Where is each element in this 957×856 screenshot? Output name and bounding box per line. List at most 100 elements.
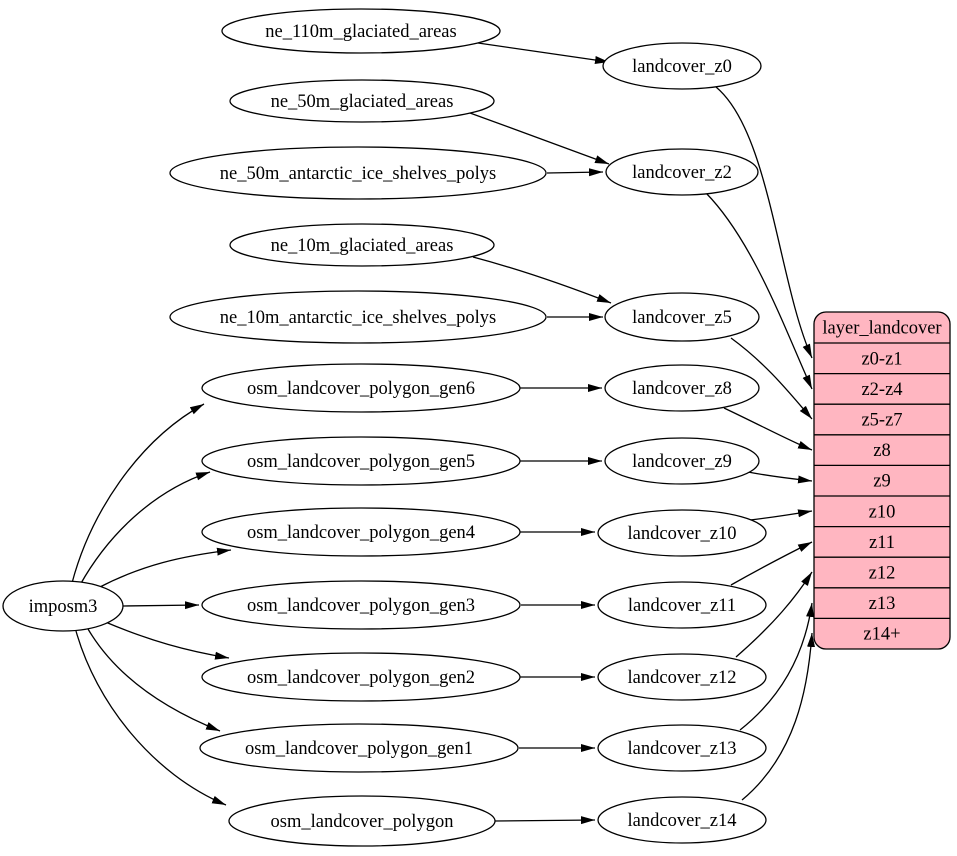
- node-ellipse-ne_50m_antarctic_ice_shelves_polys: [169, 146, 547, 200]
- node-osm_landcover_polygon: osm_landcover_polygon: [228, 795, 496, 847]
- edge-landcover_z8-to-row-z8: [723, 407, 813, 451]
- node-ellipse-osm_landcover_polygon_gen5: [201, 436, 521, 486]
- table-row-z14+: z14+: [863, 625, 900, 645]
- edge-landcover_z5-to-row-z5-z7: [730, 337, 813, 420]
- node-ellipse-osm_landcover_polygon_gen1: [199, 723, 519, 773]
- table-row-z10: z10: [869, 502, 896, 522]
- node-landcover_z2: landcover_z2: [605, 148, 759, 196]
- edge-ne_10m_glaciated_areas-to-landcover_z5: [472, 256, 612, 304]
- edge-landcover_z10-to-row-z10: [749, 509, 813, 521]
- node-label-osm_landcover_polygon_gen6: osm_landcover_polygon_gen6: [247, 379, 475, 399]
- table-row-z12: z12: [869, 564, 896, 584]
- table-layer-landcover: layer_landcover z0-z1 z2-z4 z5-z7 z8 z9 z10 z11…: [813, 311, 951, 650]
- node-ellipse-osm_landcover_polygon: [228, 795, 496, 847]
- node-label-osm_landcover_polygon_gen4: osm_landcover_polygon_gen4: [247, 523, 475, 543]
- node-label-landcover_z5: landcover_z5: [632, 308, 732, 328]
- node-ellipse-osm_landcover_polygon_gen3: [201, 580, 521, 630]
- node-osm_landcover_polygon_gen3: osm_landcover_polygon_gen3: [201, 580, 521, 630]
- node-ellipse-osm_landcover_polygon_gen2: [201, 652, 521, 702]
- node-label-ne_10m_glaciated_areas: ne_10m_glaciated_areas: [271, 236, 454, 256]
- node-ellipse-imposm3: [2, 580, 124, 632]
- node-label-osm_landcover_polygon_gen5: osm_landcover_polygon_gen5: [247, 452, 475, 472]
- node-label-ne_10m_antarctic_ice_shelves_polys: ne_10m_antarctic_ice_shelves_polys: [220, 308, 496, 328]
- table-row-z8: z8: [873, 441, 890, 461]
- edge-imposm3-to-osm_landcover_polygon_gen1: [87, 628, 221, 732]
- node-landcover_z12: landcover_z12: [597, 653, 767, 701]
- node-ne_50m_glaciated_areas: ne_50m_glaciated_areas: [229, 79, 495, 123]
- node-ellipse-landcover_z2: [605, 148, 759, 196]
- table-row-z9: z9: [873, 472, 890, 492]
- edge-landcover_z9-to-row-z9: [747, 471, 813, 484]
- node-imposm3: imposm3: [2, 580, 124, 632]
- node-label-landcover_z2: landcover_z2: [632, 163, 732, 183]
- node-ellipse-landcover_z8: [604, 364, 760, 412]
- node-ellipse-landcover_z11: [597, 581, 767, 629]
- node-osm_landcover_polygon_gen4: osm_landcover_polygon_gen4: [201, 507, 521, 557]
- edge-ne_50m_glaciated_areas-to-landcover_z2: [469, 112, 610, 165]
- node-landcover_z5: landcover_z5: [604, 292, 760, 342]
- node-landcover_z10: landcover_z10: [597, 509, 767, 557]
- node-label-landcover_z8: landcover_z8: [632, 379, 732, 399]
- node-label-landcover_z14: landcover_z14: [628, 811, 737, 831]
- edge-imposm3-to-osm_landcover_polygon_gen4: [97, 547, 232, 589]
- node-landcover_z13: landcover_z13: [597, 724, 767, 772]
- node-ellipse-ne_110m_glaciated_areas: [221, 8, 501, 54]
- node-ellipse-landcover_z10: [597, 509, 767, 557]
- node-label-ne_50m_glaciated_areas: ne_50m_glaciated_areas: [271, 92, 454, 112]
- node-label-landcover_z11: landcover_z11: [628, 596, 736, 616]
- node-landcover_z11: landcover_z11: [597, 581, 767, 629]
- node-ellipse-landcover_z13: [597, 724, 767, 772]
- node-ellipse-landcover_z9: [604, 437, 760, 485]
- table-title: layer_landcover: [822, 319, 941, 339]
- node-label-ne_50m_antarctic_ice_shelves_polys: ne_50m_antarctic_ice_shelves_polys: [220, 164, 496, 184]
- edge-landcover_z13-to-row-z13: [739, 602, 814, 731]
- node-ellipse-landcover_z12: [597, 653, 767, 701]
- node-label-imposm3: imposm3: [29, 597, 98, 617]
- edge-imposm3-to-osm_landcover_polygon_gen6: [71, 403, 205, 584]
- node-label-landcover_z12: landcover_z12: [628, 668, 737, 688]
- edge-landcover_z12-to-row-z12: [735, 571, 813, 658]
- node-ellipse-osm_landcover_polygon_gen6: [201, 363, 521, 413]
- edge-osm_landcover_polygon-to-landcover_z14: [494, 816, 596, 825]
- node-ellipse-landcover_z5: [604, 292, 760, 342]
- node-ellipse-ne_10m_antarctic_ice_shelves_polys: [169, 290, 547, 344]
- node-ellipse-landcover_z14: [597, 796, 767, 844]
- node-landcover_z14: landcover_z14: [597, 796, 767, 844]
- node-label-landcover_z0: landcover_z0: [632, 57, 732, 77]
- edge-imposm3-to-osm_landcover_polygon_gen5: [79, 471, 211, 586]
- table-row-z5-z7: z5-z7: [861, 411, 902, 431]
- node-label-landcover_z13: landcover_z13: [628, 739, 737, 759]
- table-row-z11: z11: [869, 533, 895, 553]
- node-osm_landcover_polygon_gen2: osm_landcover_polygon_gen2: [201, 652, 521, 702]
- node-osm_landcover_polygon_gen5: osm_landcover_polygon_gen5: [201, 436, 521, 486]
- table-row-z0-z1: z0-z1: [861, 349, 902, 369]
- node-landcover_z8: landcover_z8: [604, 364, 760, 412]
- edge-landcover_z0-to-row-z0-z1: [715, 86, 813, 359]
- table-row-z2-z4: z2-z4: [861, 380, 902, 400]
- node-label-osm_landcover_polygon_gen3: osm_landcover_polygon_gen3: [247, 596, 475, 616]
- node-label-landcover_z10: landcover_z10: [628, 524, 737, 544]
- node-ellipse-ne_50m_glaciated_areas: [229, 79, 495, 123]
- node-label-landcover_z9: landcover_z9: [632, 452, 732, 472]
- node-label-osm_landcover_polygon_gen2: osm_landcover_polygon_gen2: [247, 668, 475, 688]
- node-label-osm_landcover_polygon_gen1: osm_landcover_polygon_gen1: [245, 739, 473, 759]
- edge-ne_50m_antarctic_ice_shelves_polys-to-landcover_z2: [546, 168, 604, 177]
- edge-landcover_z2-to-row-z2-z4: [705, 192, 813, 390]
- edge-ne_110m_glaciated_areas-to-landcover_z0: [477, 42, 610, 64]
- node-landcover_z9: landcover_z9: [604, 437, 760, 485]
- node-ellipse-osm_landcover_polygon_gen4: [201, 507, 521, 557]
- node-osm_landcover_polygon_gen6: osm_landcover_polygon_gen6: [201, 363, 521, 413]
- node-ne_10m_antarctic_ice_shelves_polys: ne_10m_antarctic_ice_shelves_polys: [169, 290, 547, 344]
- edge-landcover_z14-to-row-z14+: [741, 632, 816, 801]
- node-osm_landcover_polygon_gen1: osm_landcover_polygon_gen1: [199, 723, 519, 773]
- node-label-ne_110m_glaciated_areas: ne_110m_glaciated_areas: [265, 22, 456, 42]
- node-ne_10m_glaciated_areas: ne_10m_glaciated_areas: [229, 223, 495, 267]
- node-ne_110m_glaciated_areas: ne_110m_glaciated_areas: [221, 8, 501, 54]
- node-ellipse-ne_10m_glaciated_areas: [229, 223, 495, 267]
- table-row-z13: z13: [869, 594, 896, 614]
- node-landcover_z0: landcover_z0: [602, 42, 762, 90]
- edge-imposm3-to-osm_landcover_polygon_gen2: [102, 620, 230, 660]
- node-ellipse-landcover_z0: [602, 42, 762, 90]
